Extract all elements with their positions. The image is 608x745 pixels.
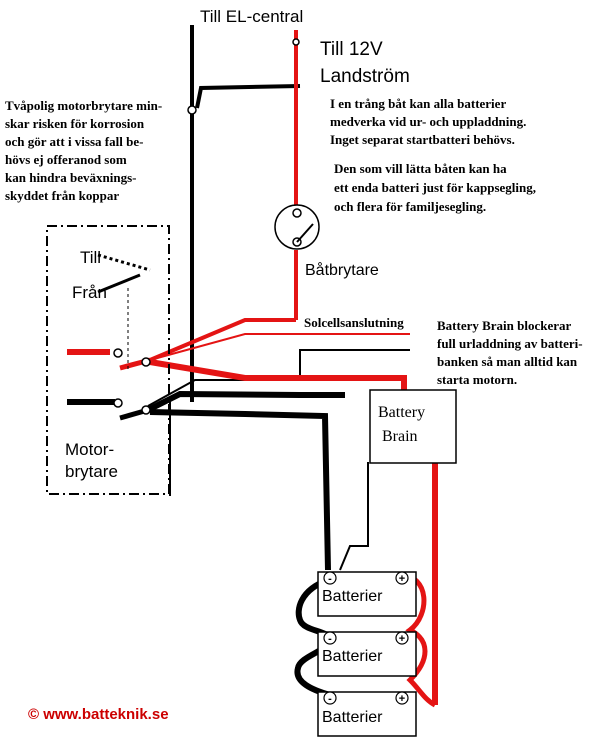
batbrytare-switch (274, 204, 320, 250)
battery-1-minus: - (328, 573, 332, 585)
svg-text:banken så man alltid kan: banken så man alltid kan (437, 354, 578, 369)
landstrom-terminal (292, 38, 300, 46)
svg-text:skar risken för korrosion: skar risken för korrosion (5, 116, 145, 131)
svg-text:starta motorn.: starta motorn. (437, 372, 517, 387)
fran-lever (97, 273, 141, 294)
terminal-3 (113, 398, 123, 408)
battery-3-plus: + (399, 693, 405, 705)
terminal-4 (141, 405, 151, 415)
battery-2-minus: - (328, 633, 332, 645)
label-motorbrytare-1: Motor- (65, 440, 114, 459)
terminal-2 (141, 357, 151, 367)
battery-brain-box (369, 389, 457, 464)
note-top-right-1: I en trång båt kan alla batterier medver… (330, 96, 526, 147)
svg-text:Inget separat startbatteri beh: Inget separat startbatteri behövs. (330, 132, 515, 147)
svg-text:Battery Brain blockerar: Battery Brain blockerar (437, 318, 572, 333)
label-till: Till (80, 248, 101, 267)
battery-2-plus: + (399, 633, 405, 645)
label-battery-brain-1: Battery (378, 404, 425, 421)
label-battery-3: Batterier (322, 709, 383, 726)
svg-text:skyddet från koppar: skyddet från koppar (5, 188, 119, 203)
black-main-bus (146, 390, 345, 413)
label-landstrom-1: Till 12V (320, 39, 383, 60)
svg-text:medverka vid ur- och uppladdni: medverka vid ur- och uppladdning. (330, 114, 526, 129)
svg-text:kan hindra beväxnings-: kan hindra beväxnings- (5, 170, 137, 185)
label-battery-2: Batterier (322, 648, 383, 665)
note-left: Tvåpolig motorbrytare min- skar risken f… (5, 98, 162, 203)
solar-plus-wire (149, 333, 410, 361)
black-to-battery-wire (149, 409, 331, 571)
label-el-central: Till EL-central (200, 7, 303, 26)
label-fran: Från (72, 283, 107, 302)
brain-minus-wire (339, 462, 369, 571)
svg-text:hövs ej offeranod som: hövs ej offeranod som (5, 152, 127, 167)
note-top-right-2: Den som vill lätta båten kan ha ett enda… (334, 161, 536, 214)
red-to-batbrytare (149, 318, 296, 362)
junction-terminal (187, 105, 197, 115)
battery-bank (317, 571, 417, 737)
label-batbrytare: Båtbrytare (305, 261, 379, 279)
label-motorbrytare-2: brytare (65, 462, 118, 481)
till-dotted-line (97, 253, 151, 272)
label-battery-1: Batterier (322, 588, 383, 605)
red-main-bus (149, 359, 407, 390)
tap-wire-landstrom (195, 84, 301, 109)
note-battery-brain: Battery Brain blockerar full urladdning … (437, 318, 583, 387)
svg-text:I en trång båt kan alla batter: I en trång båt kan alla batterier (330, 96, 506, 111)
svg-text:full urladdning av batteri-: full urladdning av batteri- (437, 336, 583, 351)
motor-switch-box (46, 225, 170, 495)
battery-series-red (399, 572, 437, 708)
red-wires (67, 30, 438, 708)
svg-text:ett enda batteri just för kapp: ett enda batteri just för kappsegling, (334, 180, 536, 195)
terminals (113, 38, 300, 415)
svg-text:och gör att i vissa fall be-: och gör att i vissa fall be- (5, 134, 143, 149)
svg-text:och flera för familjesegling.: och flera för familjesegling. (334, 199, 486, 214)
svg-text:Tvåpolig motorbrytare min-: Tvåpolig motorbrytare min- (5, 98, 162, 113)
svg-text:Den som vill lätta båten kan h: Den som vill lätta båten kan ha (334, 161, 507, 176)
terminal-1 (113, 348, 123, 358)
battery-1-plus: + (399, 573, 405, 585)
battery-3-minus: - (328, 693, 332, 705)
label-landstrom-2: Landström (320, 66, 410, 87)
copyright-link[interactable]: © www.batteknik.se (28, 706, 169, 723)
label-battery-brain-2: Brain (382, 428, 418, 445)
label-solcell: Solcellsanslutning (304, 315, 404, 330)
